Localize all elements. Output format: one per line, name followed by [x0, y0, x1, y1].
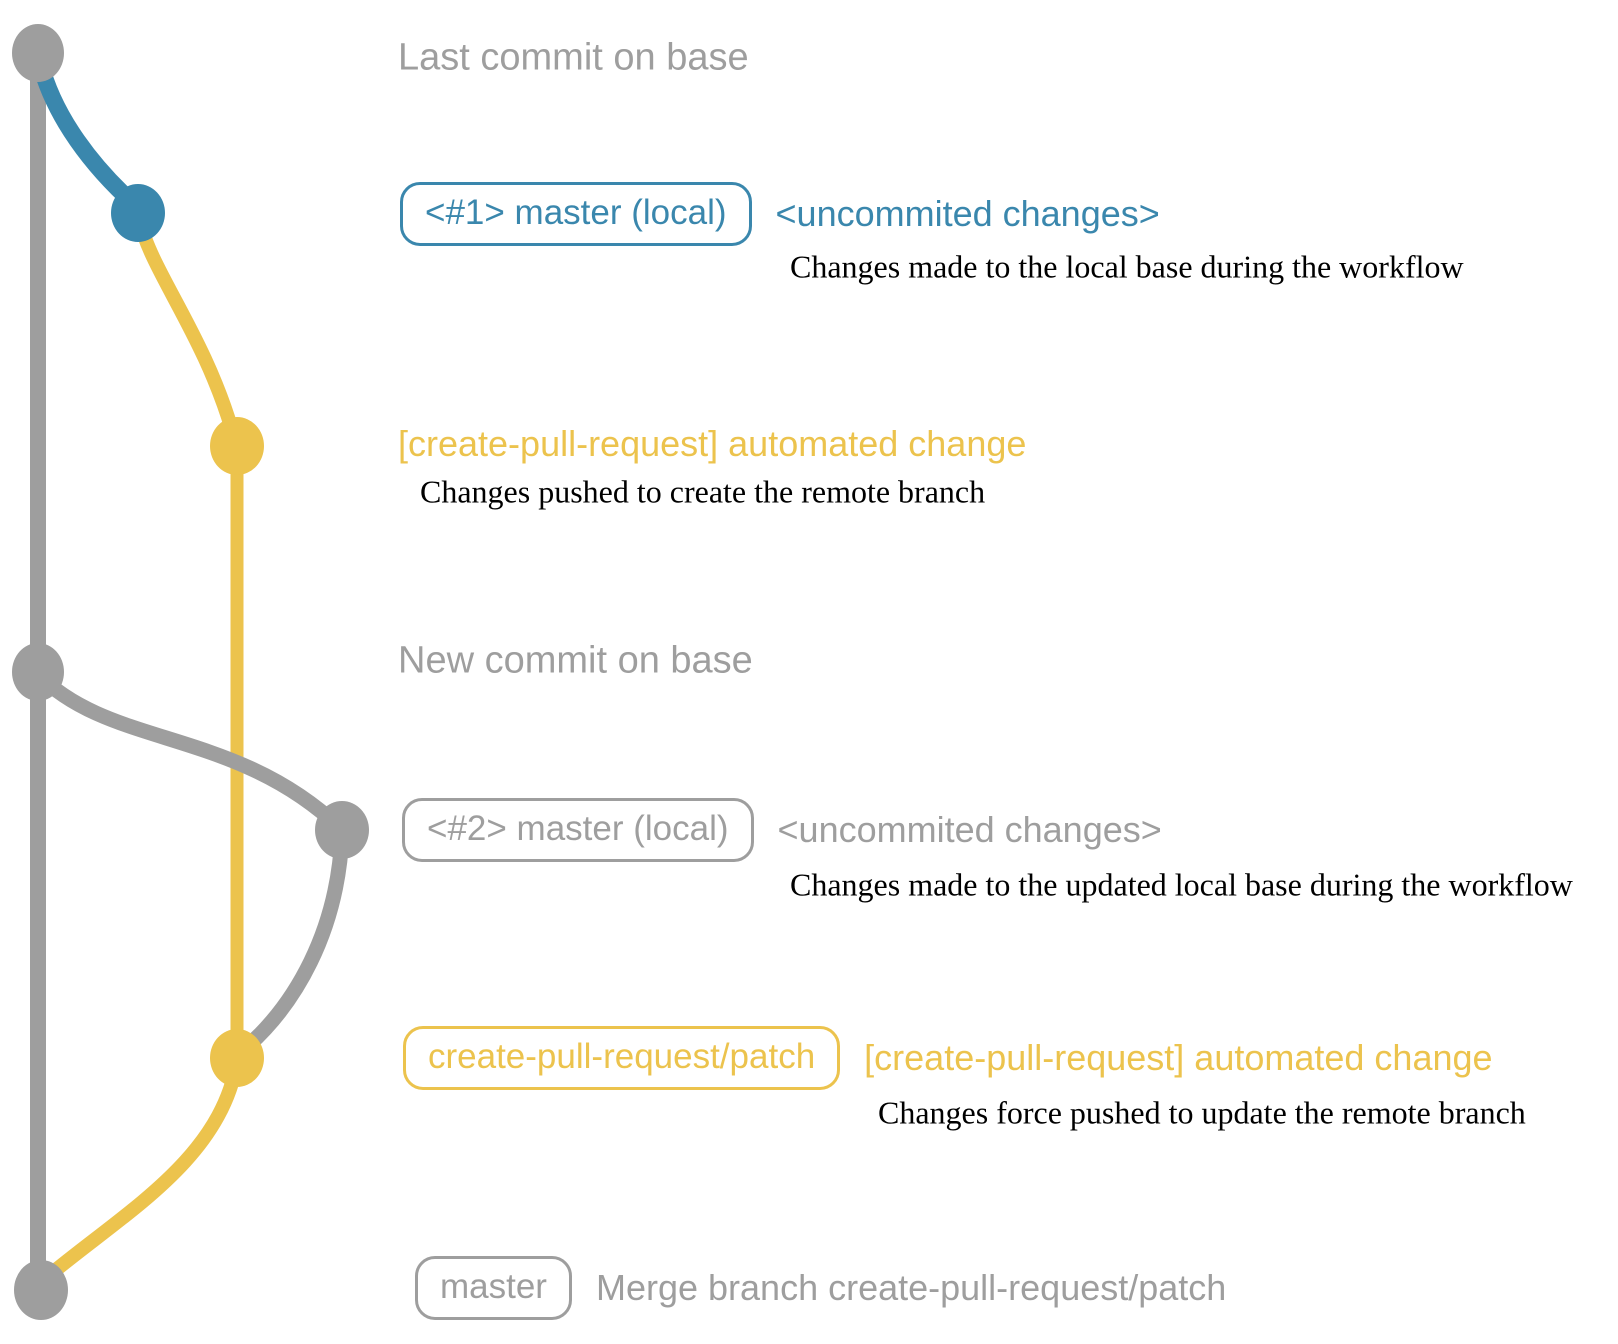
patch-branch-upper-line: [133, 215, 239, 437]
patch-2-description: Changes force pushed to update the remot…: [878, 1094, 1526, 1131]
master-branch-badge: master: [415, 1256, 572, 1320]
branch-graph: [12, 24, 369, 1320]
row-patch-1: [create-pull-request] automated change: [398, 423, 1026, 465]
local-branch-2-out-line: [30, 666, 348, 836]
patch-1-commit-message: [create-pull-request] automated change: [398, 423, 1027, 464]
local-1-branch-badge: <#1> master (local): [400, 182, 752, 246]
commit-dot-merge: [14, 1260, 68, 1320]
local-2-commit-message: <uncommited changes>: [777, 809, 1162, 850]
row-patch-2: create-pull-request/patch [create-pull-r…: [403, 1026, 1493, 1090]
patch-branch-merge-line: [39, 1055, 244, 1285]
row-last-commit: Last commit on base: [398, 37, 749, 80]
commit-dot-local-2: [315, 801, 369, 859]
local-2-description: Changes made to the updated local base d…: [790, 866, 1573, 903]
commit-dot-new-base: [12, 643, 64, 701]
row-local-1: <#1> master (local) <uncommited changes>: [400, 182, 1160, 246]
row-local-2: <#2> master (local) <uncommited changes>: [402, 798, 1162, 862]
local-branch-2-rebase-line: [233, 826, 350, 1060]
commit-dot-last-base: [12, 24, 64, 82]
commit-dot-local-1: [111, 184, 165, 242]
local-1-commit-message: <uncommited changes>: [775, 193, 1160, 234]
patch-branch-badge: create-pull-request/patch: [403, 1026, 841, 1090]
patch-2-commit-message: [create-pull-request] automated change: [864, 1037, 1493, 1078]
row-merge: master Merge branch create-pull-request/…: [415, 1256, 1226, 1320]
local-1-description: Changes made to the local base during th…: [790, 248, 1464, 285]
local-branch-1-line: [31, 53, 143, 213]
last-commit-label: Last commit on base: [398, 36, 749, 79]
commit-dot-patch-1: [210, 417, 264, 475]
commit-dot-patch-2: [210, 1029, 264, 1087]
new-commit-label: New commit on base: [398, 639, 753, 682]
patch-1-description: Changes pushed to create the remote bran…: [420, 473, 986, 510]
merge-commit-message: Merge branch create-pull-request/patch: [595, 1267, 1227, 1308]
local-2-branch-badge: <#2> master (local): [402, 798, 754, 862]
row-new-commit: New commit on base: [398, 640, 753, 683]
